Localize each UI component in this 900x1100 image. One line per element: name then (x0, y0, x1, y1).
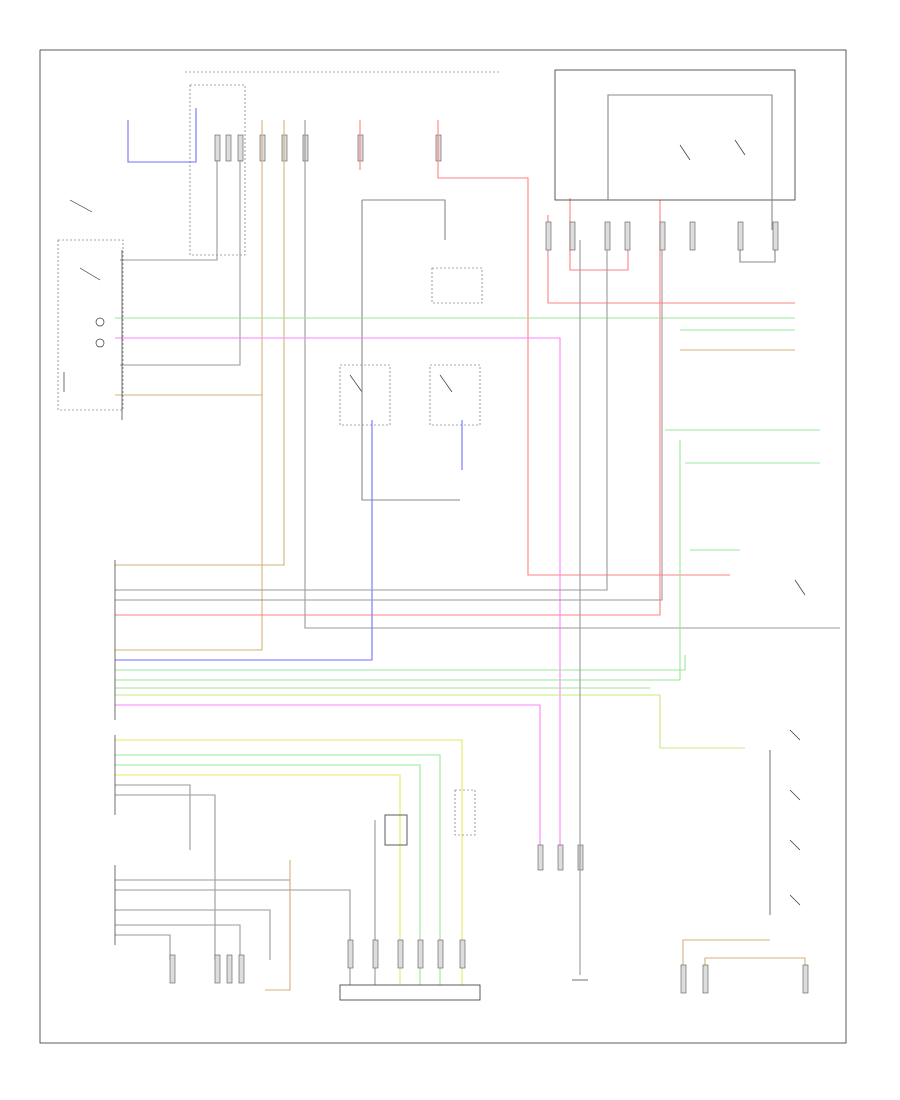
wire-pink-main (115, 337, 561, 850)
relay-icon (439, 374, 453, 393)
wire-gray-right (115, 250, 608, 591)
relay-icon (349, 374, 363, 393)
sensor-lower (339, 789, 481, 1001)
connector-row-bottom-right (680, 964, 809, 994)
wire-green-r2 (115, 440, 681, 681)
wire-tan-lower (265, 860, 291, 991)
wire-green-3 (115, 764, 421, 985)
wire-gray-7 (115, 889, 351, 985)
wire-red-3 (115, 200, 661, 616)
wire-gray-8 (115, 909, 271, 960)
wire-gray-2 (120, 160, 218, 261)
wire-gray-1 (304, 120, 840, 629)
switch-icon (679, 144, 691, 161)
connector-icon (95, 338, 105, 348)
wire-gray-5 (115, 794, 216, 960)
wire-blue-top (127, 108, 197, 163)
connector-row-right (545, 221, 779, 251)
wire-gray-6 (115, 879, 291, 960)
diagram-frame (39, 49, 847, 1044)
switch-icon (794, 579, 806, 596)
connector-row-bottom (169, 844, 584, 984)
wire-gray-10 (115, 934, 171, 960)
switch-icon (69, 199, 93, 213)
switch-icon (789, 839, 801, 851)
wire-red-top-right (569, 198, 629, 271)
wire-blue-center (115, 420, 373, 661)
wire-gray-4 (115, 784, 191, 850)
wire-gray-center (362, 199, 446, 240)
wire-gray-3 (120, 160, 241, 366)
relay-box-right (554, 69, 796, 263)
wire-gray-center-2 (361, 200, 460, 501)
wire-yellow-1 (115, 739, 463, 985)
connector-row-top (214, 134, 442, 162)
wire-gray-right-2 (115, 250, 663, 601)
relay-center (339, 267, 483, 426)
wire-green-r5 (115, 655, 686, 671)
wire-tan-3 (115, 120, 285, 566)
wire-red-right (547, 215, 795, 304)
wire-tan-bottom-right (682, 939, 770, 985)
wire-red-center (437, 120, 730, 576)
switch-icon (789, 789, 801, 801)
wire-yellowgreen-r (115, 694, 745, 749)
switch-stack-right (769, 579, 806, 915)
wire-gray-9 (115, 924, 241, 960)
wire-yellow-2 (115, 774, 401, 985)
wire-tan-bottom-right-2 (704, 957, 806, 985)
wire-green-2 (115, 754, 441, 985)
switch-icon (734, 139, 746, 156)
ecu-pin-column (114, 250, 123, 945)
switch-icon (789, 894, 801, 906)
switch-icon (789, 729, 801, 741)
switch-icon (79, 267, 101, 281)
wire-tan-2 (115, 395, 263, 651)
wire-pink-lower (115, 704, 541, 850)
connector-icon (95, 317, 105, 327)
